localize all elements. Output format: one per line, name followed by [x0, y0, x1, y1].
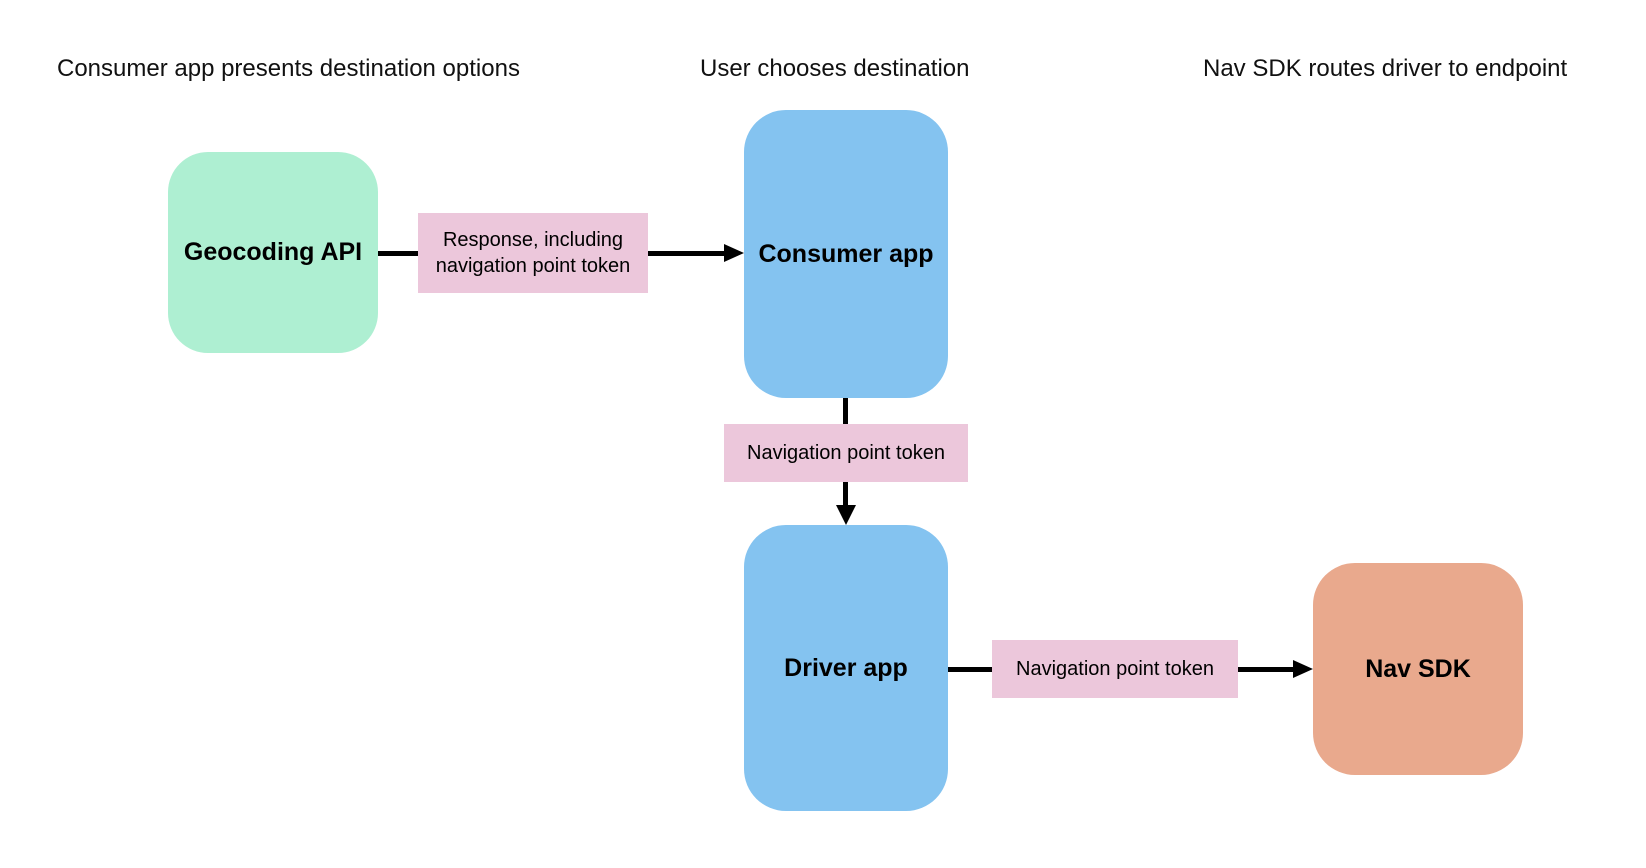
arrowhead-right-icon: [1293, 660, 1313, 678]
node-geocoding-api-label: Geocoding API: [183, 238, 363, 266]
edge-label-navigation-point-token-1-text: Navigation point token: [747, 442, 945, 464]
edge-label-navigation-point-token-2: Navigation point token: [992, 640, 1238, 698]
edge-label-response-token: Response, including navigation point tok…: [418, 213, 648, 293]
node-driver-app: Driver app: [744, 525, 948, 811]
arrowhead-right-icon: [724, 244, 744, 262]
stage-header-navsdk-routes: Nav SDK routes driver to endpoint: [1203, 55, 1568, 82]
node-consumer-app: Consumer app: [744, 110, 948, 398]
node-driver-app-label: Driver app: [784, 653, 908, 682]
edge-label-navigation-point-token-1: Navigation point token: [724, 424, 968, 482]
node-nav-sdk: Nav SDK: [1313, 563, 1523, 775]
node-nav-sdk-label: Nav SDK: [1365, 654, 1471, 683]
stage-header-consumer-presents: Consumer app presents destination option…: [57, 55, 520, 82]
node-consumer-app-label: Consumer app: [758, 239, 934, 268]
edge-label-navigation-point-token-2-text: Navigation point token: [1016, 658, 1214, 680]
arrowhead-down-icon: [836, 505, 856, 525]
node-geocoding-api: Geocoding API: [168, 152, 378, 353]
edge-label-response-token-text: Response, including navigation point tok…: [435, 229, 631, 277]
stage-header-user-chooses: User chooses destination: [700, 55, 970, 82]
